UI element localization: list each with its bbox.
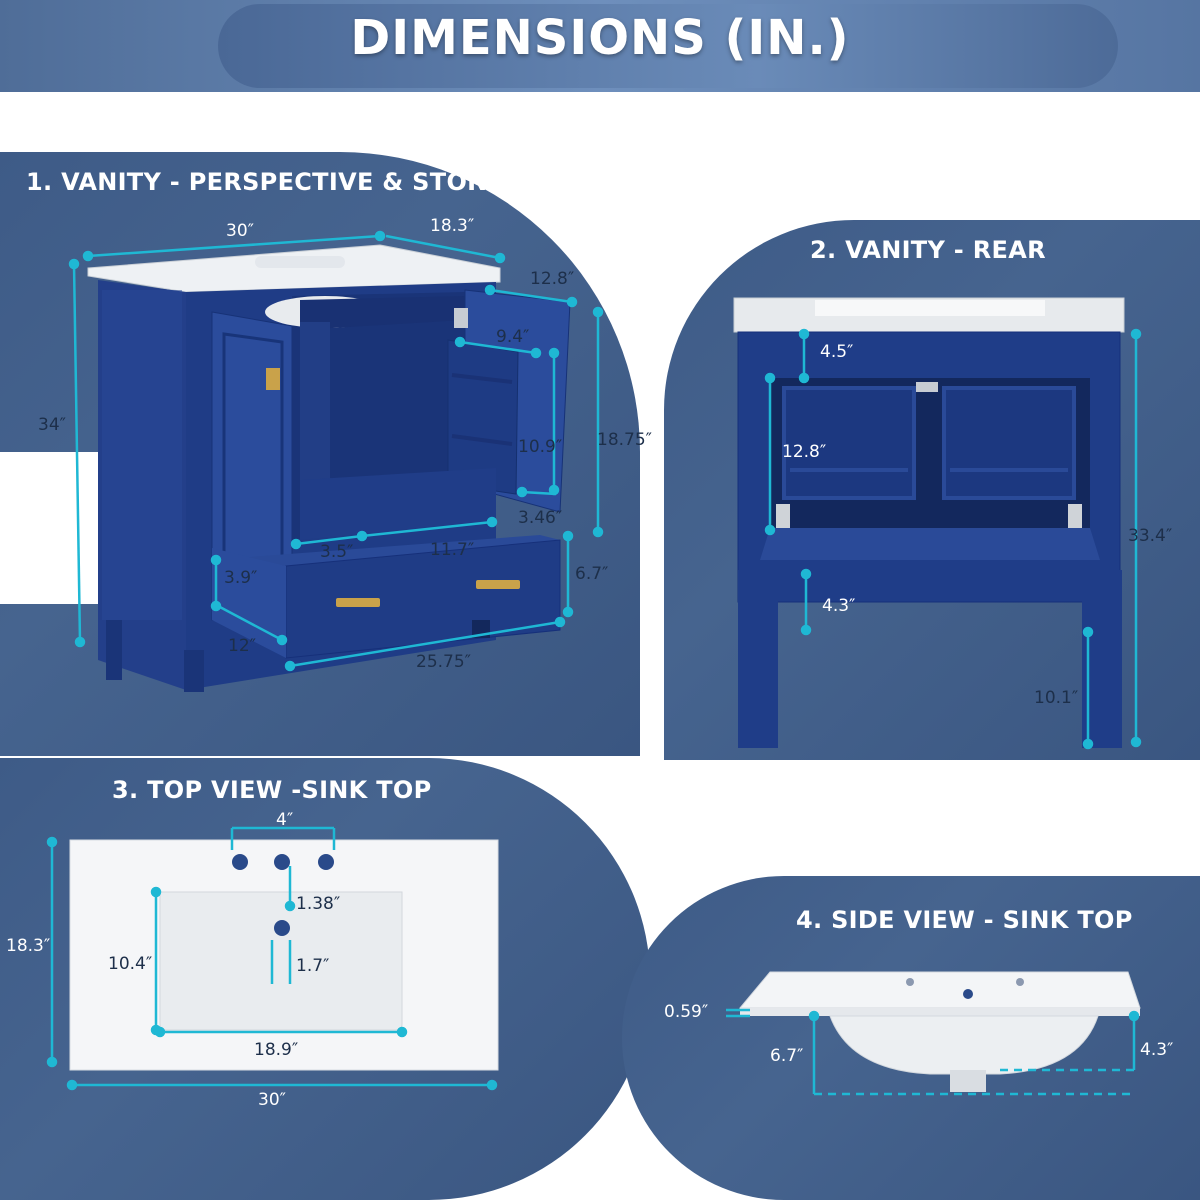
dim-rear-leg-height: 10.1″ <box>1034 688 1079 708</box>
sink-side-view-illustration <box>738 971 1141 1092</box>
dim-rear-total-height: 33.4″ <box>1128 526 1173 546</box>
dim-drawer-width: 25.75″ <box>416 652 472 672</box>
vanity-perspective-illustration <box>87 244 571 692</box>
dim-sink-width: 30″ <box>258 1090 286 1110</box>
dim-bowl-inner: 4.3″ <box>1140 1040 1174 1060</box>
dim-rear-inner-height: 12.8″ <box>782 442 827 462</box>
dim-basin-depth: 10.4″ <box>108 954 153 974</box>
dim-hole-gap: 1.38″ <box>296 894 341 914</box>
dim-drawer-height: 6.7″ <box>575 564 609 584</box>
section-title-rear: 2. VANITY - REAR <box>810 236 1046 264</box>
dim-drawer-depth: 12″ <box>228 636 256 656</box>
section-title-perspective: 1. VANITY - PERSPECTIVE & STORAGE <box>26 168 542 196</box>
dim-faucet-spread: 4″ <box>276 810 294 830</box>
dim-basin-width: 18.9″ <box>254 1040 299 1060</box>
header-pill <box>218 4 1118 88</box>
dim-depth: 18.3″ <box>430 216 475 236</box>
dim-top-thickness: 0.59″ <box>664 1002 709 1022</box>
dim-sink-depth: 18.3″ <box>6 936 51 956</box>
dim-shelf-depth: 3.46″ <box>518 508 563 528</box>
dim-shelf-width: 9.4″ <box>496 327 530 347</box>
dimension-lines <box>46 230 1142 1096</box>
dim-height: 34″ <box>38 415 66 435</box>
dim-shelf-height: 10.9″ <box>518 437 563 457</box>
dim-width: 30″ <box>226 221 254 241</box>
dim-drain-gap: 1.7″ <box>296 956 330 976</box>
vanity-rear-illustration <box>733 297 1125 748</box>
dim-rear-top-gap: 4.5″ <box>820 342 854 362</box>
dim-drawer-inner: 11.7″ <box>430 540 475 560</box>
dim-drawer-side: 3.5″ <box>320 542 354 562</box>
page-title: DIMENSIONS (IN.) <box>350 10 850 66</box>
dim-door-width: 12.8″ <box>530 269 575 289</box>
section-title-side-view: 4. SIDE VIEW - SINK TOP <box>796 906 1133 934</box>
dim-rear-lower-gap: 4.3″ <box>822 596 856 616</box>
dim-door-height: 18.75″ <box>597 430 653 450</box>
dim-bowl-depth: 6.7″ <box>770 1046 804 1066</box>
dim-drawer-inner-height: 3.9″ <box>224 568 258 588</box>
section-title-top-view: 3. TOP VIEW -SINK TOP <box>112 776 432 804</box>
